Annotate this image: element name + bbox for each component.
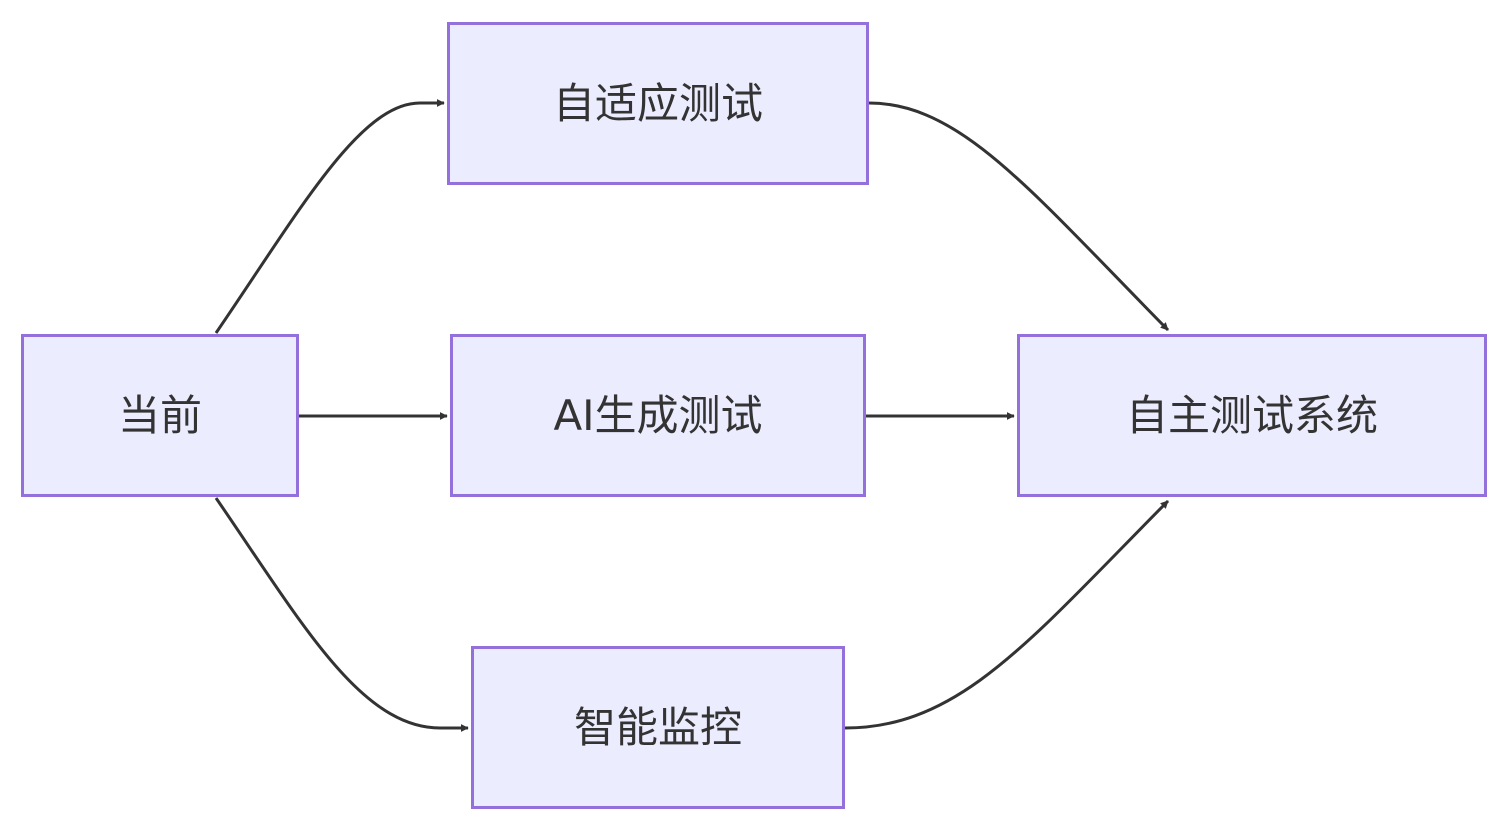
node-adaptive-testing-label: 自适应测试 [552, 78, 763, 128]
node-current: 当前 [21, 334, 299, 497]
edge-current-to-adaptive [214, 99, 445, 334]
node-intelligent-monitoring-label: 智能监控 [573, 702, 742, 752]
node-autonomous-testing-system: 自主测试系统 [1017, 334, 1487, 497]
node-ai-generated-testing-label: AI生成测试 [553, 390, 763, 440]
node-autonomous-testing-system-label: 自主测试系统 [1125, 390, 1378, 440]
edge-adaptive-to-autonomous [868, 101, 1170, 332]
edge-current-to-monitoring [214, 497, 469, 732]
node-current-label: 当前 [117, 390, 202, 440]
edge-monitoring-to-autonomous [844, 499, 1170, 730]
node-ai-generated-testing: AI生成测试 [450, 334, 866, 497]
node-intelligent-monitoring: 智能监控 [471, 646, 845, 809]
node-adaptive-testing: 自适应测试 [447, 22, 869, 185]
